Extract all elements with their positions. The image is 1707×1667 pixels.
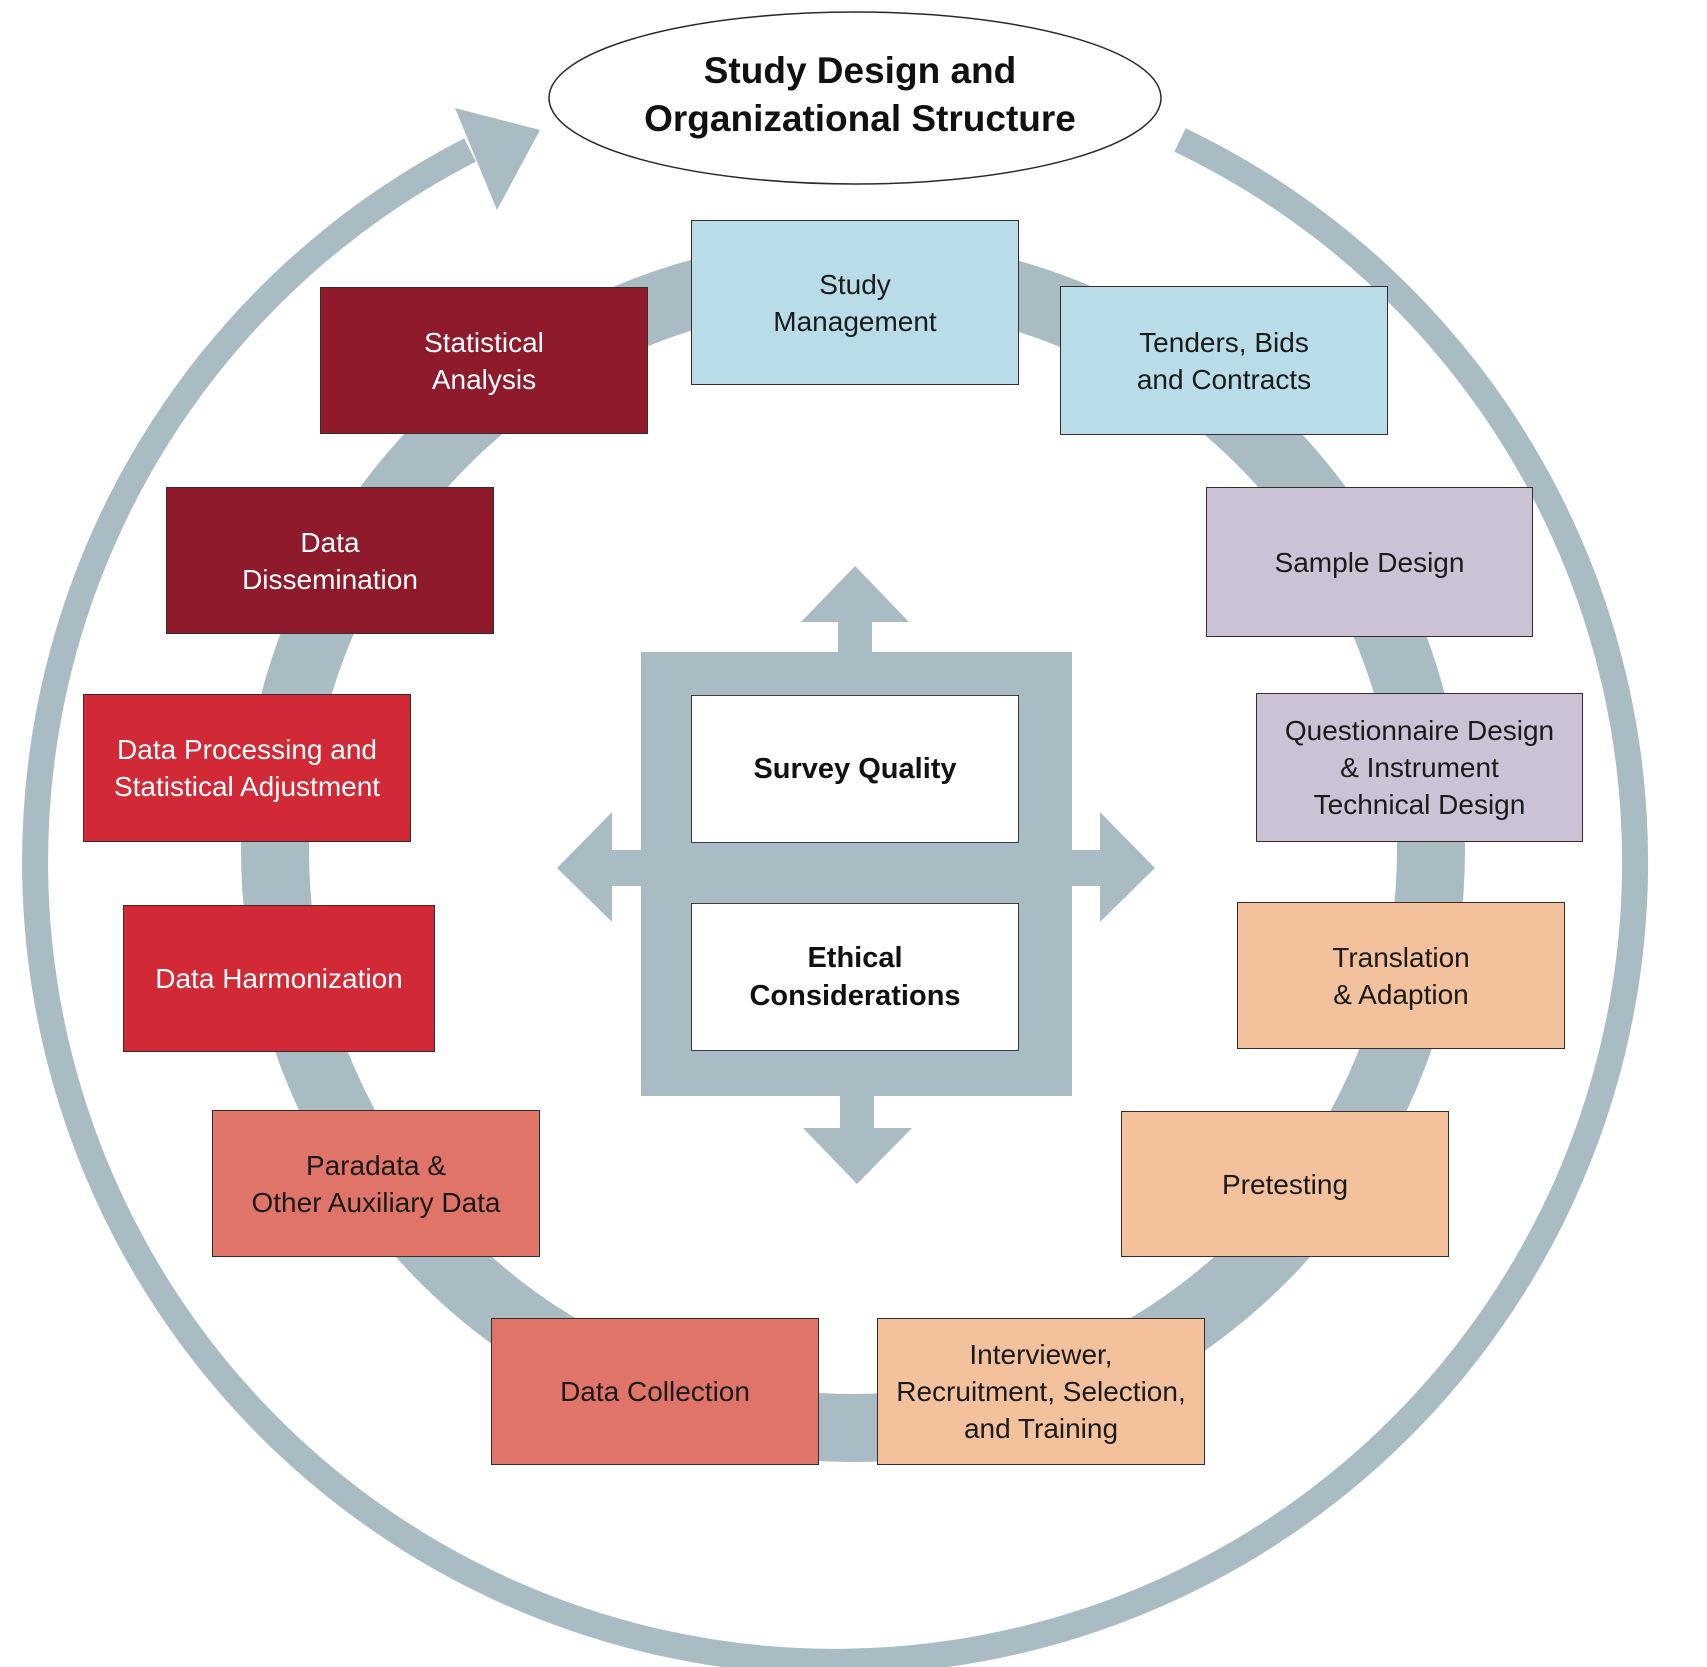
stage-data-processing: Data Processing and Statistical Adjustme… (83, 694, 411, 842)
title-line-1: Study Design and (703, 50, 1017, 91)
center-frame (557, 566, 1155, 1184)
stage-data-dissemination: Data Dissemination (166, 487, 494, 634)
stage-data-collection: Data Collection (491, 1318, 819, 1465)
title-ellipse (548, 11, 1162, 185)
stage-tenders-bids-contracts: Tenders, Bids and Contracts (1060, 286, 1388, 435)
stage-data-harmonization: Data Harmonization (123, 905, 435, 1052)
stage-pretesting: Pretesting (1121, 1111, 1449, 1257)
stage-interviewer-training: Interviewer, Recruitment, Selection, and… (877, 1318, 1205, 1465)
stage-sample-design: Sample Design (1206, 487, 1533, 637)
stage-translation-adaption: Translation & Adaption (1237, 902, 1565, 1049)
survey-quality-box: Survey Quality (691, 695, 1019, 843)
stage-questionnaire-design: Questionnaire Design & Instrument Techni… (1256, 693, 1583, 842)
stage-statistical-analysis: Statistical Analysis (320, 287, 648, 434)
stage-paradata: Paradata & Other Auxiliary Data (212, 1110, 540, 1257)
ethical-considerations-box: Ethical Considerations (691, 903, 1019, 1051)
outer-cycle-arc (22, 128, 1649, 1667)
title-line-2: Organizational Structure (644, 98, 1076, 139)
outer-cycle-arrowhead (455, 108, 540, 210)
title-text: Study Design and Organizational Structur… (560, 40, 1160, 150)
stage-study-management: Study Management (691, 220, 1019, 385)
